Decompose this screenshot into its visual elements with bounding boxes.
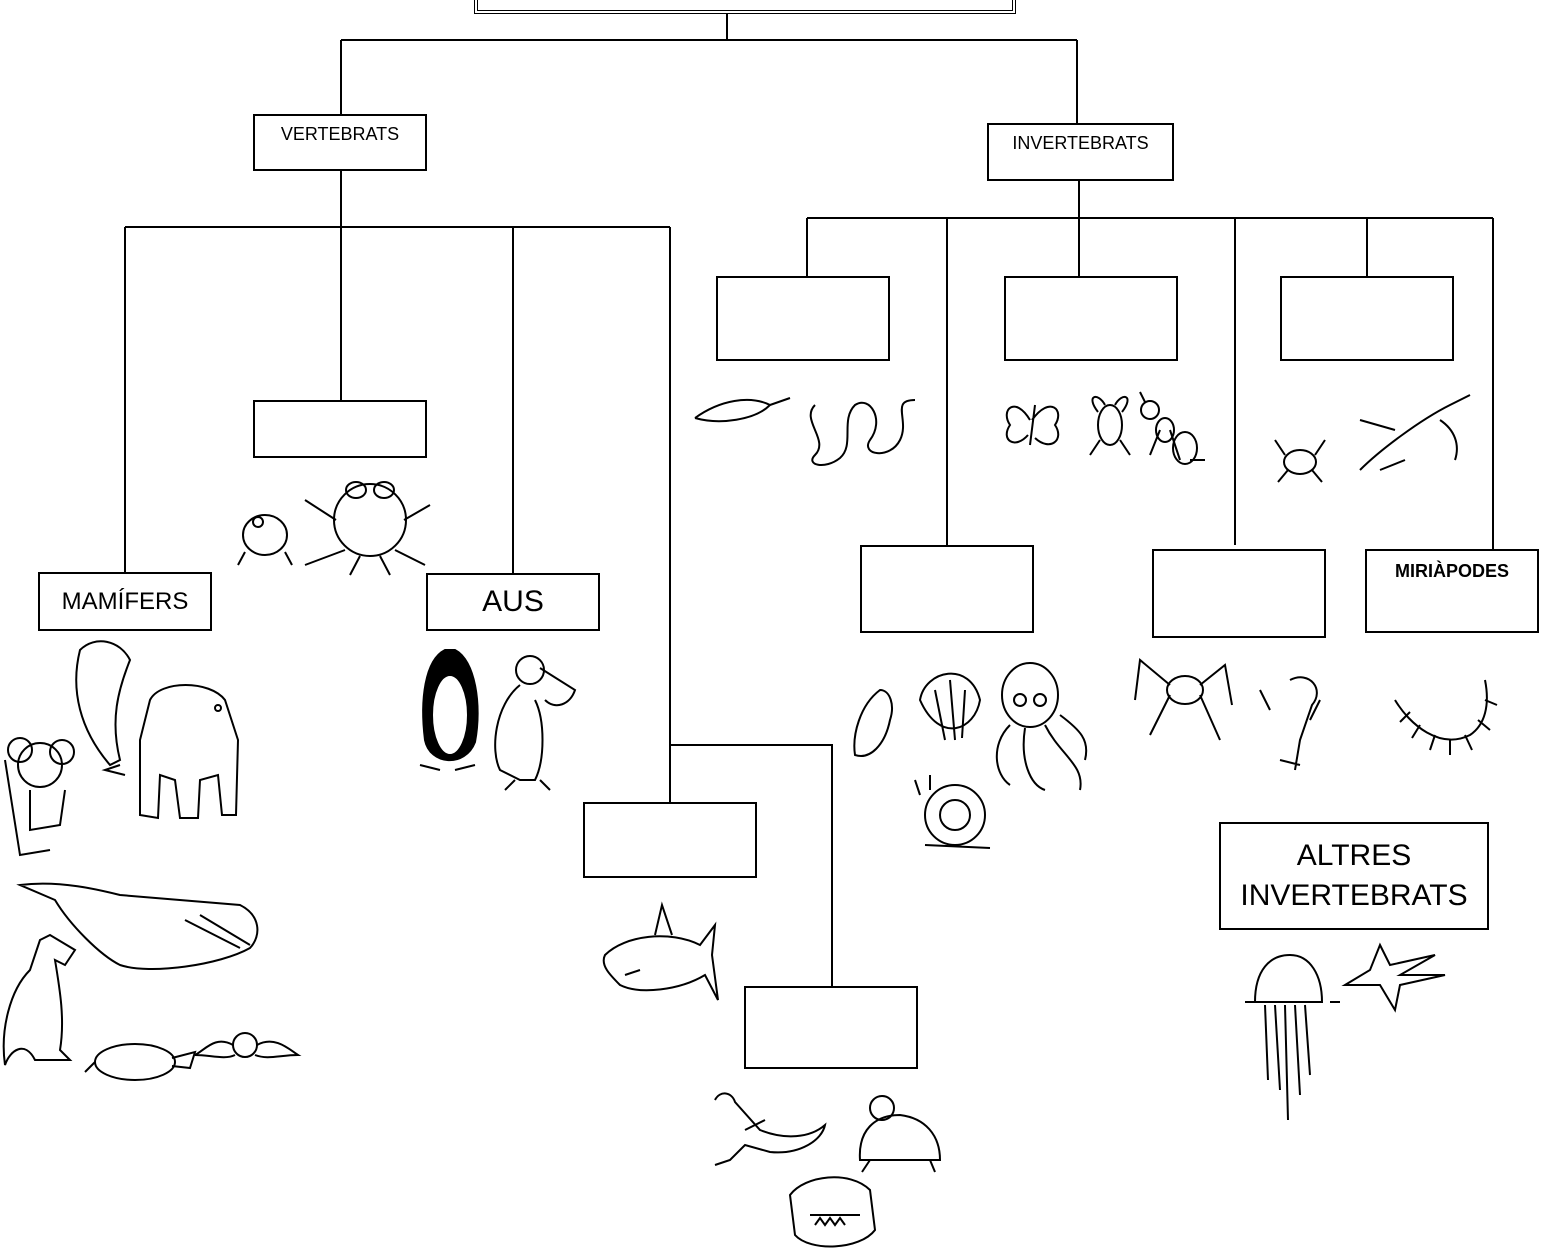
miriapodes-box: MIRIÀPODES [1365,549,1539,633]
vertebrats-label: VERTEBRATS [280,124,400,144]
root-title-box [474,0,1016,14]
vertebrats-box: VERTEBRATS [253,114,427,171]
penguin-icon [419,649,479,771]
altres-label-line1: ALTRES [1296,839,1412,872]
insectes-blank-box[interactable] [1004,276,1178,361]
reptils-blank-box[interactable] [744,986,918,1069]
worm-icon [694,397,791,423]
spider-icon [1134,658,1233,741]
starfish-icon [1341,942,1446,1013]
octopus-icon [995,662,1088,791]
ant-icon [1139,391,1205,465]
mamifers-label: MAMÍFERS [61,587,189,615]
invertebrats-label: INVERTEBRATS [1012,133,1149,153]
koala-icon [4,737,75,857]
cucs-blank-box[interactable] [716,276,890,361]
invertebrats-box: INVERTEBRATS [987,123,1174,181]
shell-icon [853,688,893,757]
miriapodes-label: MIRIÀPODES [1394,561,1509,581]
crocodile-icon [788,1176,877,1248]
altres-label-line2: INVERTEBRATS [1240,879,1468,912]
altres-invertebrats-box: ALTRES INVERTEBRATS [1219,822,1489,930]
molluscs-blank-box[interactable] [860,545,1034,633]
platypus-icon [84,1043,197,1081]
amfibis-blank-box[interactable] [253,400,427,458]
aracnids-blank-box[interactable] [1152,549,1326,638]
worm-icon [809,399,916,466]
fly-icon [1089,396,1131,456]
frog-icon [304,481,431,576]
whale-icon [16,882,259,970]
jellyfish-icon [1245,953,1340,1121]
aus-label: AUS [482,585,544,618]
centipede-icon [1394,679,1498,755]
frog-icon [237,514,293,566]
dolphin-icon [75,640,132,776]
crab-icon [1274,439,1326,483]
bat-icon [194,1032,302,1059]
kangaroo-icon [2,933,77,1066]
crustacis-blank-box[interactable] [1280,276,1454,361]
lizard-icon [714,1092,827,1166]
turtle-icon [858,1095,942,1173]
shark-icon [602,901,719,1001]
peixos-blank-box[interactable] [583,802,757,878]
bear-icon [139,684,240,820]
lobster-icon [1359,394,1471,471]
aus-box: AUS [426,573,600,631]
mamifers-box: MAMÍFERS [38,572,212,631]
shell-icon [918,672,982,741]
pelican-icon [494,655,577,791]
snail-icon [914,775,991,849]
butterfly-icon [1005,404,1060,446]
scorpion-icon [1259,676,1321,771]
